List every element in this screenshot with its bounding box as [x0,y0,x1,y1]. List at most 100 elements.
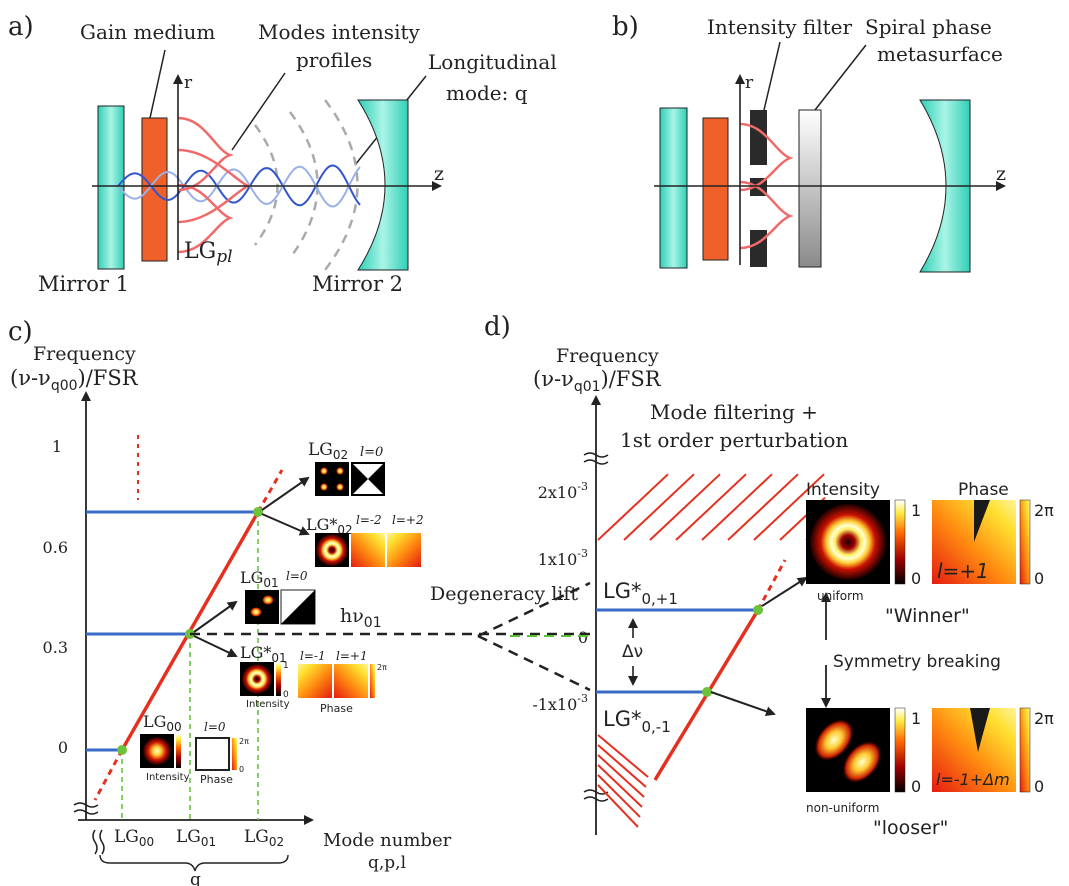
lg00-gaussian [143,737,171,765]
arrow-lg01 [193,600,238,633]
ytick-c-06: 0.6 [43,538,68,557]
arrow-lgs02 [261,513,310,536]
q-brace [99,854,289,872]
arrow-to-looser [710,691,776,717]
arrow-lgs01 [193,635,238,658]
looser-cb-2pi: 2π [1034,709,1054,728]
lift-dashed-up [477,581,591,638]
lgs02-l1: l=-2 [356,513,382,527]
winner-phase-singularity [974,500,990,542]
hatch-line-bottom [597,754,645,798]
lg02-phase-pattern [353,464,383,494]
lg-plus-label: LG*0,+1 [603,579,678,608]
lg02-lobe-3 [320,483,328,491]
winner-l-label: l=+1 [937,559,989,583]
hatch-line-top [727,473,799,541]
metasurface-pointer [814,44,867,111]
lg01-label: LG01 [240,568,279,590]
panel-c-tag: c) [8,317,33,347]
ytick-d-2e-3: 2x10-3 [538,480,588,502]
looser-label: "looser" [873,817,948,839]
looser-cb-one: 1 [911,709,921,728]
lgs01-cb-one: 1 [283,661,289,671]
arrow-lg02 [261,476,310,511]
hatch-line-top [623,473,695,541]
xtick-lg01: LG01 [176,827,216,849]
dispersion-extension-c [256,469,284,513]
freq-label-d-2: (ν-νq01)/FSR [533,367,662,395]
hatch-line-bottom [597,774,641,818]
lg01-phase-half [281,590,315,624]
lg00-l-label: l=0 [204,720,226,734]
winner-intensity-colorbar [894,499,906,585]
z-axis-a-label: z [434,163,444,185]
brace-q-label: q [190,870,201,886]
intensity-header: Intensity [806,480,880,500]
lgs01-phase-minus [298,664,332,698]
lg00-intensity-caption: Intensity [146,772,190,783]
lg02-lobe-1 [320,467,328,475]
looser-lobe-1 [814,718,854,762]
filtered-profile-bottom [739,180,794,250]
lgs02-l2: l=+2 [392,513,424,527]
dispersion-extension-d [756,559,787,611]
xlabel-c-1: Mode number [323,830,452,851]
lgs01-cb-zero: 0 [283,690,289,700]
panel-d-tag: d) [484,312,511,342]
panel-c: c) Frequency (ν-νq00)/FSR 1 0.6 0.3 0 LG… [8,317,590,886]
filter-block-bottom [750,230,767,267]
lgs01-phase-caption: Phase [320,702,353,715]
winner-donut [810,504,886,580]
lg-minus-label: LG*0,-1 [603,707,671,736]
lgs01-l1: l=-1 [300,649,326,663]
lg02-l-label: l=0 [360,445,383,460]
lgs02-phase-minus [351,533,385,567]
panel-b-tag: b) [612,12,639,42]
point-lg-plus [753,605,763,615]
lg00-phase-colorbar [232,738,237,770]
modes-pointer [231,72,286,151]
spiral-phase-metasurface [798,109,822,268]
filtered-profile-top [739,122,794,192]
lg01-lobe-2 [262,595,274,605]
z-axis-b-label: z [996,163,1006,185]
lg00-cb-zero: 0 [239,765,244,774]
winner-phase-colorbar [1019,499,1031,585]
winner-cb-one: 1 [911,501,921,520]
lgs01-phase-colorbar [370,664,375,698]
gain-medium-label: Gain medium [80,20,215,44]
dispersion-extension-low-c [93,749,124,801]
lgs01-phase-plus [334,664,368,698]
xtick-lg00: LG00 [114,827,154,849]
point-lg00 [117,745,127,755]
mirror-2-label: Mirror 2 [312,272,403,296]
hatch-line-top [597,473,669,541]
degeneracy-lift-label: Degeneracy lift [430,583,578,605]
winner-cb-zero: 0 [911,569,921,588]
lg00-colorbar [176,734,181,768]
x-axis-break-c [92,829,105,855]
uniform-label: uniform [817,589,864,603]
point-lg-minus [702,687,712,697]
r-axis-a-label: r [184,73,193,93]
filter-pointer [763,41,781,111]
modes-label-1: Modes intensity [258,20,421,44]
filter-block-top [750,110,767,165]
looser-phase-colorbar [1019,707,1031,793]
hatch-line-top [701,473,773,541]
hatch-line-bottom [597,744,647,788]
delta-nu-label: Δν [622,642,643,662]
modes-label-2: profiles [296,48,372,72]
hatched-region-top [597,473,826,541]
wavefront-3 [324,99,359,271]
lgs01-l2: l=+1 [336,649,368,663]
lg01-lobe-1 [250,607,262,617]
axis-break-d-top [583,452,609,465]
looser-phase-singularity [970,708,990,752]
lg-pl-label: LGpl [184,239,233,267]
mirror-1-label: Mirror 1 [38,272,129,296]
ytick-c-1: 1 [52,437,62,456]
phase-header: Phase [958,480,1009,500]
ytick-d-m1e-3: -1x10-3 [532,692,588,714]
